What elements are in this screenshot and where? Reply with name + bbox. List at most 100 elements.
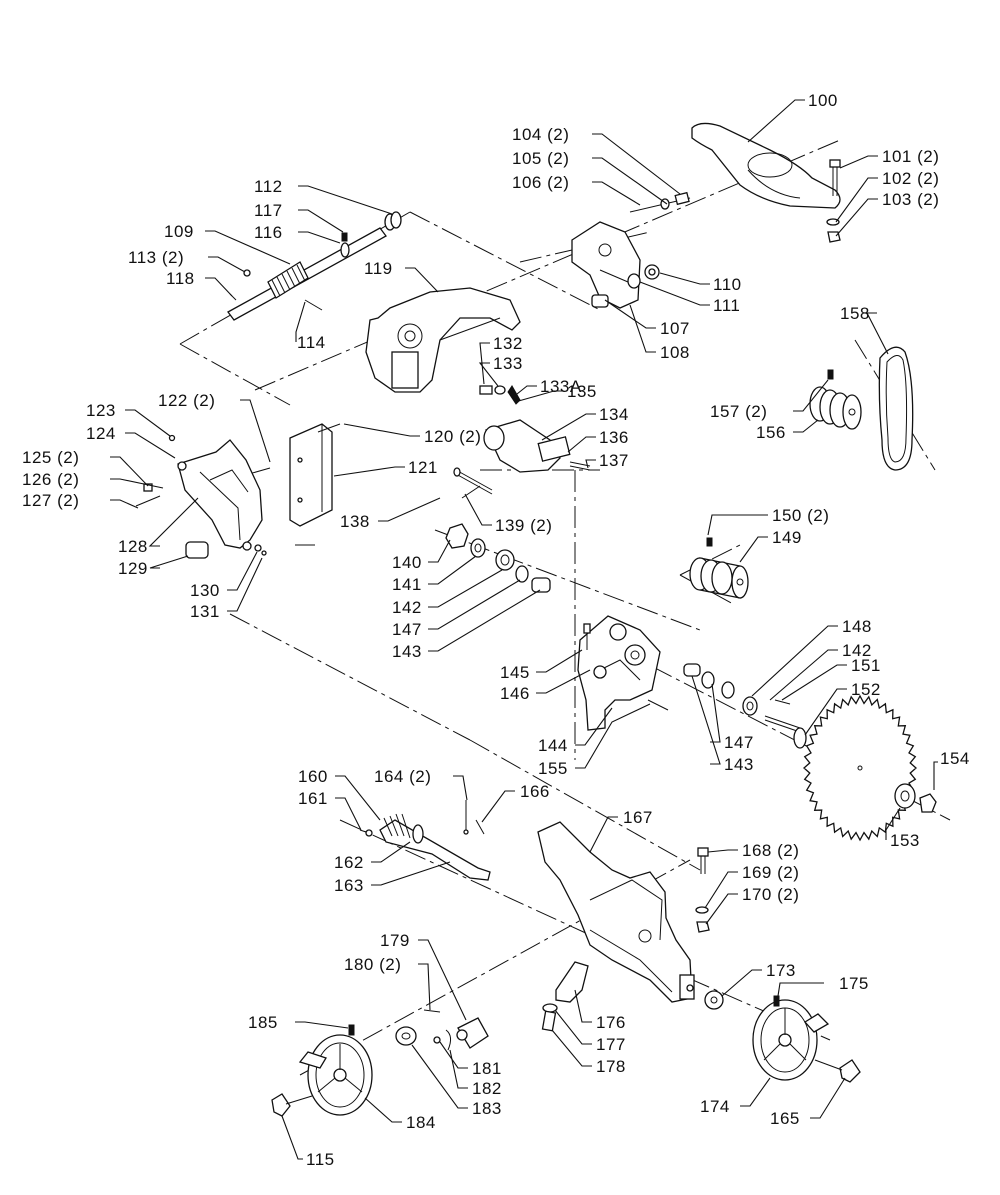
callout-127: 127 (2): [22, 491, 79, 510]
callout-160: 160: [298, 767, 328, 786]
callout-163: 163: [334, 876, 364, 895]
callout-111: 111: [713, 296, 740, 315]
arm-housing-119: [365, 287, 521, 393]
callout-133: 133: [493, 354, 523, 373]
callout-170: 170 (2): [742, 885, 799, 904]
callout-137: 137: [599, 451, 629, 470]
callout-120: 120 (2): [424, 427, 481, 446]
callout-123: 123: [86, 401, 116, 420]
callout-149: 149: [772, 528, 802, 547]
set-screw-117: [341, 232, 348, 242]
callout-183: 183: [472, 1099, 502, 1118]
callout-169: 169 (2): [742, 863, 799, 882]
callout-154: 154: [940, 749, 970, 768]
handwheel-184: [298, 1024, 373, 1116]
callout-140: 140: [392, 553, 422, 572]
callout-116: 116: [254, 223, 283, 242]
callout-182: 182: [472, 1079, 502, 1098]
callout-161: 161: [298, 789, 328, 808]
arbor-bracket-144: [577, 615, 669, 731]
callout-175: 175: [839, 974, 869, 993]
pivot-assembly-134: [453, 385, 591, 499]
lock-176-178: [541, 961, 589, 1032]
callout-126: 126 (2): [22, 470, 79, 489]
base-trunnion-167: [537, 821, 695, 1003]
callout-117: 117: [254, 201, 283, 220]
callout-176: 176: [596, 1013, 626, 1032]
leader-lines: [110, 99, 938, 1160]
callout-167: 167: [623, 808, 653, 827]
callout-138: 138: [340, 512, 370, 531]
callout-177: 177: [596, 1035, 626, 1054]
callout-136: 136: [599, 428, 629, 447]
elevation-shaft-163: [359, 800, 491, 881]
callout-121: 121: [408, 458, 438, 477]
pins-113-118: [229, 269, 323, 311]
callout-174: 174: [700, 1097, 730, 1116]
callout-130: 130: [190, 581, 220, 600]
arbor-bearings-142-148: [683, 663, 807, 749]
callout-125: 125 (2): [22, 448, 79, 467]
callout-113: 113 (2): [128, 248, 184, 267]
callout-179: 179: [380, 931, 410, 950]
callout-145: 145: [500, 663, 530, 682]
callout-112: 112: [254, 177, 283, 196]
callout-166: 166: [520, 782, 550, 801]
screws-104-106: [629, 191, 691, 213]
callout-106: 106 (2): [512, 173, 569, 192]
callout-143b: 143: [724, 755, 754, 774]
callout-122: 122 (2): [158, 391, 215, 410]
callout-133a: 133A: [540, 377, 582, 396]
bushing-129: [185, 541, 209, 559]
callout-139: 139 (2): [495, 516, 552, 535]
callout-128: 128: [118, 537, 148, 556]
callout-105: 105 (2): [512, 149, 569, 168]
callout-150: 150 (2): [772, 506, 829, 525]
upper-arm-part: [691, 122, 841, 209]
callout-108: 108: [660, 343, 690, 362]
callout-labels: 100 101 (2) 102 (2) 103 (2) 104 (2) 105 …: [22, 91, 970, 1169]
callout-124: 124: [86, 424, 116, 443]
lock-parts-179-183: [395, 1009, 489, 1051]
callout-173: 173: [766, 961, 796, 980]
washer-112: [390, 211, 402, 229]
pulley-156: [809, 369, 862, 430]
callout-147a: 147: [392, 620, 422, 639]
callout-115: 115: [306, 1150, 335, 1169]
pulley-149: [689, 537, 749, 599]
callout-134: 134: [599, 405, 629, 424]
callout-118: 118: [166, 269, 195, 288]
callout-152: 152: [851, 680, 881, 699]
nut-washer-110-111: [627, 264, 660, 289]
callout-109: 109: [164, 222, 194, 241]
callout-147b: 147: [724, 733, 754, 752]
callout-100: 100: [808, 91, 838, 110]
bearing-stack-140-147: [445, 523, 551, 593]
flange-nut-153-154: [894, 783, 937, 813]
callout-151: 151: [851, 656, 881, 675]
callout-143a: 143: [392, 642, 422, 661]
callout-132: 132: [493, 334, 523, 353]
callout-142a: 142: [392, 598, 422, 617]
callout-165: 165: [770, 1109, 800, 1128]
bushing-108: [591, 294, 609, 308]
callout-164: 164 (2): [374, 767, 431, 786]
callout-101: 101 (2): [882, 147, 939, 166]
handwheel-174: [704, 990, 861, 1083]
callout-104: 104 (2): [512, 125, 569, 144]
callout-181: 181: [472, 1059, 502, 1078]
callout-146: 146: [500, 684, 530, 703]
worm-shaft-109: [227, 213, 396, 321]
callout-184: 184: [406, 1113, 436, 1132]
screw-168-170: [695, 847, 710, 933]
callout-185: 185: [248, 1013, 278, 1032]
callout-107: 107: [660, 319, 690, 338]
bracket-107-part: [571, 221, 641, 309]
callout-156: 156: [756, 423, 786, 442]
guard-plate-121: [289, 423, 341, 527]
callout-157: 157 (2): [710, 402, 767, 421]
callout-158: 158: [840, 304, 870, 323]
screw-130-131: [254, 544, 267, 556]
callout-141: 141: [392, 575, 422, 594]
